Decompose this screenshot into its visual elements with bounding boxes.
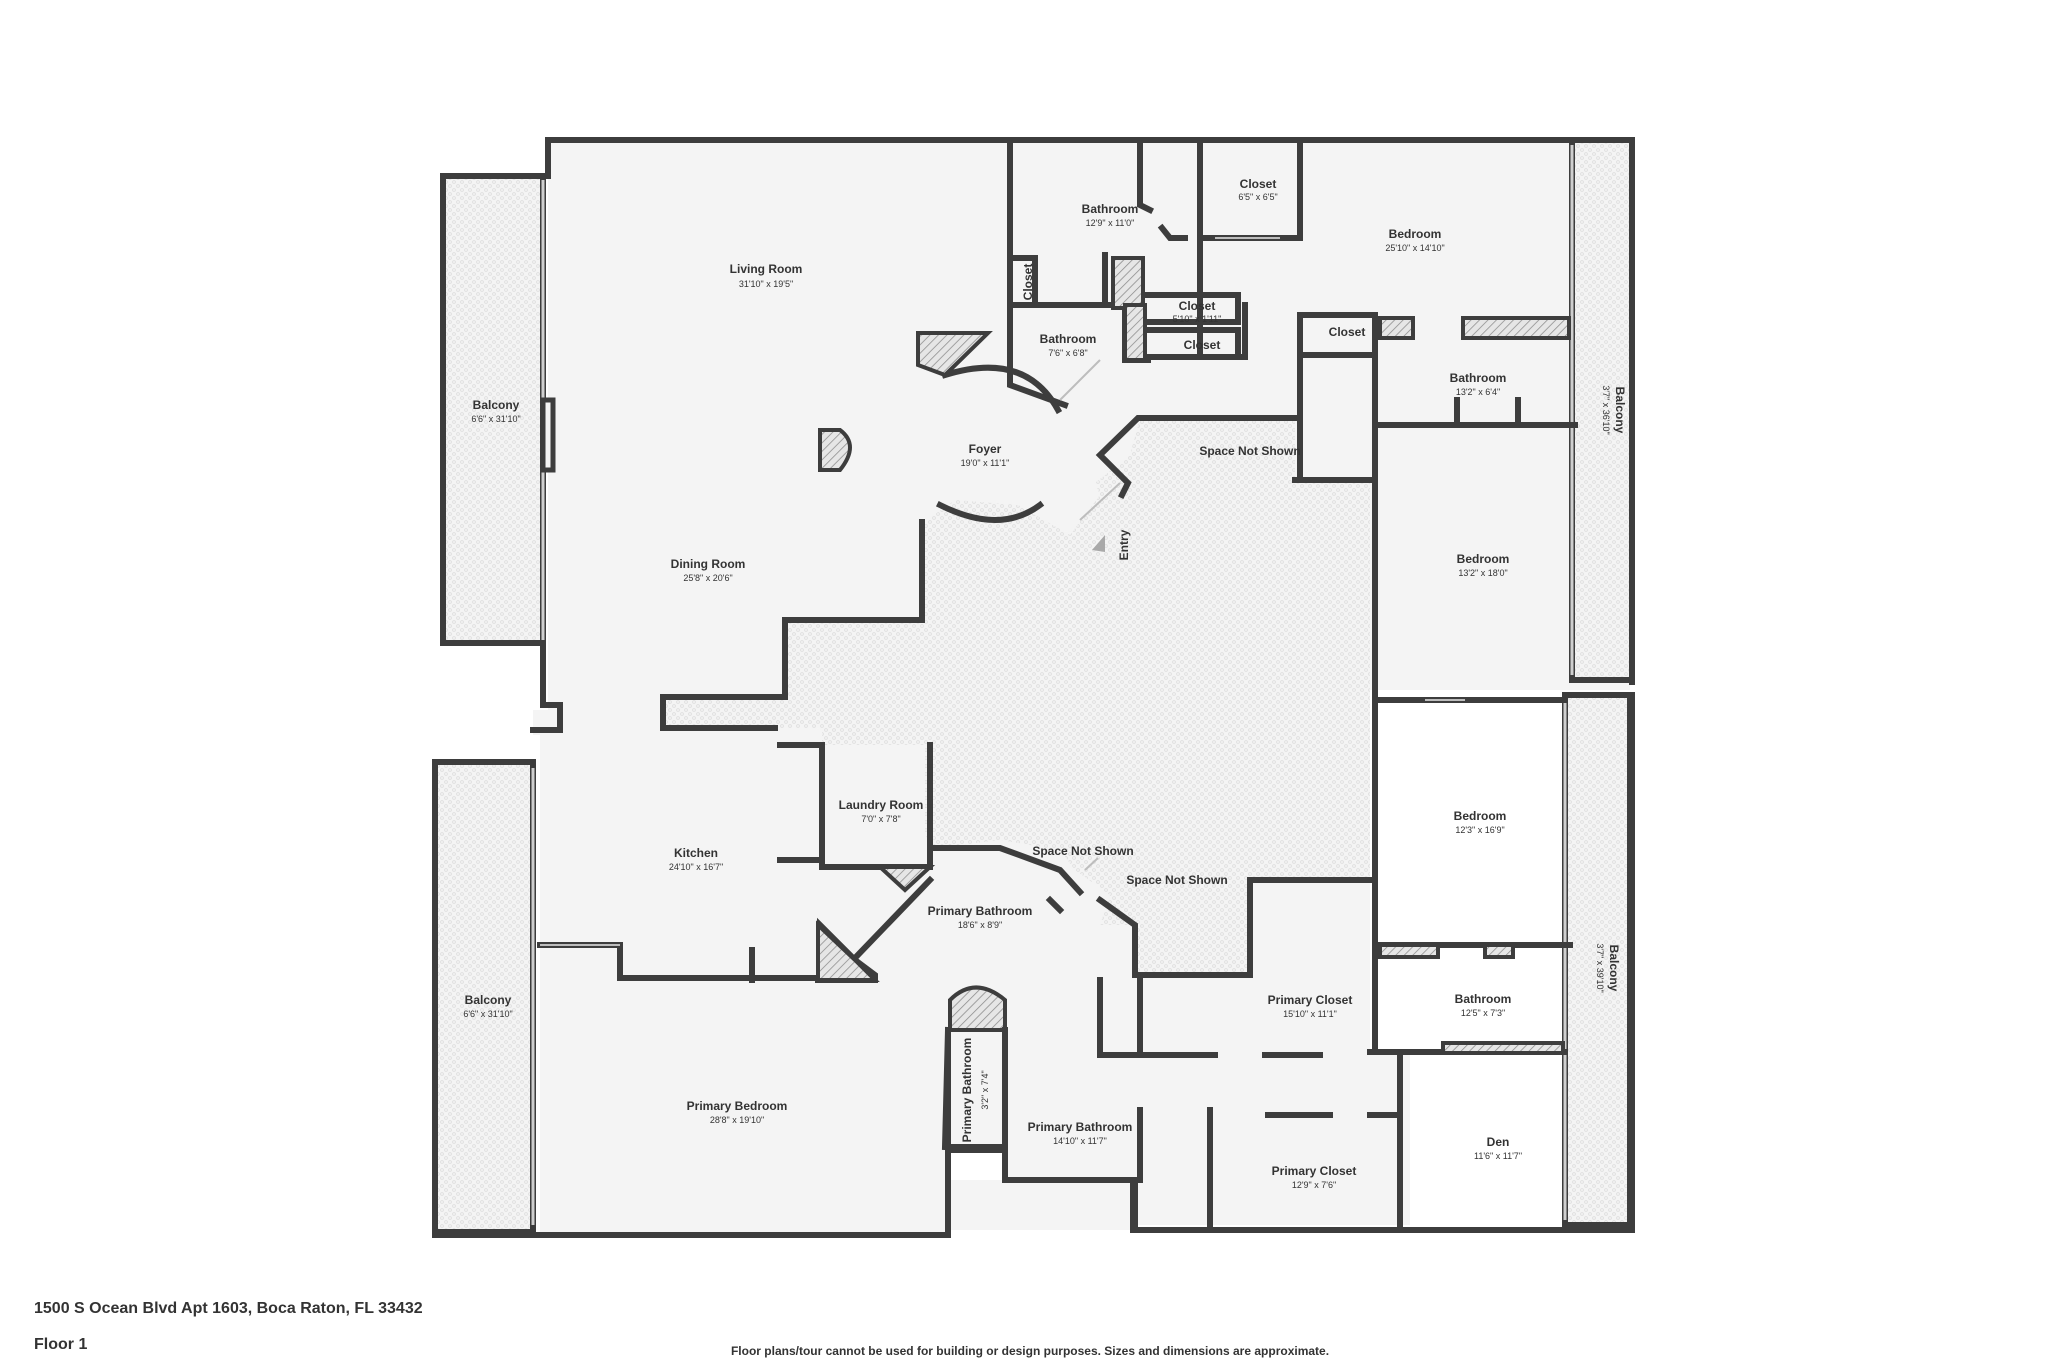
room-name-closet-right: Closet <box>1329 325 1366 339</box>
room-dim-primary-bath-small: 3'2" x 7'4" <box>980 1070 990 1109</box>
room-name-bath-small: Bathroom <box>1040 332 1097 346</box>
room-labels: Living Room 31'10" x 19'5" Bathroom 12'9… <box>463 177 1627 1190</box>
room-name-balcony-left-bottom: Balcony <box>465 993 512 1007</box>
room-name-balcony-right-top: Balcony <box>1613 387 1627 434</box>
room-dim-bath-top: 12'9" x 11'0" <box>1086 218 1135 228</box>
room-name-primary-bath-small: Primary Bathroom <box>960 1038 974 1143</box>
room-name-closet-small: Closet <box>1179 299 1216 313</box>
room-name-dining: Dining Room <box>671 557 746 571</box>
room-dim-balcony-left-top: 6'6" x 31'10" <box>471 414 520 424</box>
property-address: 1500 S Ocean Blvd Apt 1603, Boca Raton, … <box>34 1300 423 1317</box>
room-name-foyer: Foyer <box>969 442 1002 456</box>
room-name-primary-bedroom: Primary Bedroom <box>687 1099 788 1113</box>
balcony-right-bottom <box>1562 692 1633 1228</box>
room-name-bedroom-top: Bedroom <box>1389 227 1442 241</box>
floor-label: Floor 1 <box>34 1336 88 1353</box>
room-dim-bedroom-top: 25'10" x 14'10" <box>1385 243 1444 253</box>
room-dim-den: 11'6" x 11'7" <box>1474 1151 1522 1161</box>
room-dim-primary-bath2: 14'10" x 11'7" <box>1053 1136 1107 1146</box>
interior-walls <box>537 137 1578 1233</box>
room-name-living: Living Room <box>730 262 803 276</box>
room-name-primary-closet1: Primary Closet <box>1268 993 1353 1007</box>
disclaimer-text: Floor plans/tour cannot be used for buil… <box>730 1344 1330 1358</box>
room-name-laundry: Laundry Room <box>839 798 924 812</box>
room-name-closet-lower: Closet <box>1184 338 1221 352</box>
room-name-kitchen: Kitchen <box>674 846 718 860</box>
interior-fill <box>533 140 1630 1233</box>
outer-wall <box>548 137 1635 685</box>
room-dim-living: 31'10" x 19'5" <box>739 279 793 289</box>
space-not-shown-area <box>663 418 1370 975</box>
room-dim-laundry: 7'0" x 7'8" <box>861 814 900 824</box>
room-dim-primary-closet1: 15'10" x 11'1" <box>1283 1009 1337 1019</box>
room-dim-bedroom-mid: 13'2" x 18'0" <box>1458 568 1507 578</box>
room-dim-dining: 25'8" x 20'6" <box>683 573 732 583</box>
room-dim-bedroom-low: 12'3" x 16'9" <box>1455 825 1504 835</box>
room-name-closet-vertical: Closet <box>1021 264 1035 301</box>
room-name-bedroom-mid: Bedroom <box>1457 552 1510 566</box>
room-dim-primary-bath1: 18'6" x 8'9" <box>958 920 1002 930</box>
room-dim-balcony-right-top: 3'7" x 36'10" <box>1601 385 1611 434</box>
room-dim-primary-bedroom: 28'8" x 19'10" <box>710 1115 764 1125</box>
room-name-primary-closet2: Primary Closet <box>1272 1164 1357 1178</box>
room-name-space-top: Space Not Shown <box>1199 444 1300 458</box>
room-name-bath-right: Bathroom <box>1450 371 1507 385</box>
room-dim-closet-top: 6'5" x 6'5" <box>1238 192 1277 202</box>
room-name-space-mid2: Space Not Shown <box>1126 873 1227 887</box>
room-name-primary-bath1: Primary Bathroom <box>928 904 1033 918</box>
room-name-bedroom-low: Bedroom <box>1454 809 1507 823</box>
room-name-bath-top: Bathroom <box>1082 202 1139 216</box>
room-dim-balcony-left-bottom: 6'6" x 31'10" <box>463 1009 512 1019</box>
room-name-closet-top: Closet <box>1240 177 1277 191</box>
room-name-bath-low: Bathroom <box>1455 992 1512 1006</box>
room-name-den: Den <box>1487 1135 1510 1149</box>
room-name-space-mid1: Space Not Shown <box>1032 844 1133 858</box>
room-dim-bath-small: 7'6" x 6'8" <box>1048 348 1087 358</box>
room-dim-foyer: 19'0" x 11'1" <box>961 458 1010 468</box>
room-dim-primary-closet2: 12'9" x 7'6" <box>1292 1180 1336 1190</box>
entry-label: Entry <box>1117 529 1131 560</box>
room-name-balcony-right-bottom: Balcony <box>1607 945 1621 992</box>
room-dim-closet-small: 5'10" x 1'11" <box>1173 314 1222 324</box>
room-dim-balcony-right-bottom: 3'7" x 39'10" <box>1595 943 1605 992</box>
entry-marker-icon <box>1092 535 1105 552</box>
room-name-primary-bath2: Primary Bathroom <box>1028 1120 1133 1134</box>
room-dim-bath-low: 12'5" x 7'3" <box>1461 1008 1505 1018</box>
room-dim-bath-right: 13'2" x 6'4" <box>1456 387 1500 397</box>
room-name-balcony-left-top: Balcony <box>473 398 520 412</box>
room-dim-kitchen: 24'10" x 16'7" <box>669 862 723 872</box>
